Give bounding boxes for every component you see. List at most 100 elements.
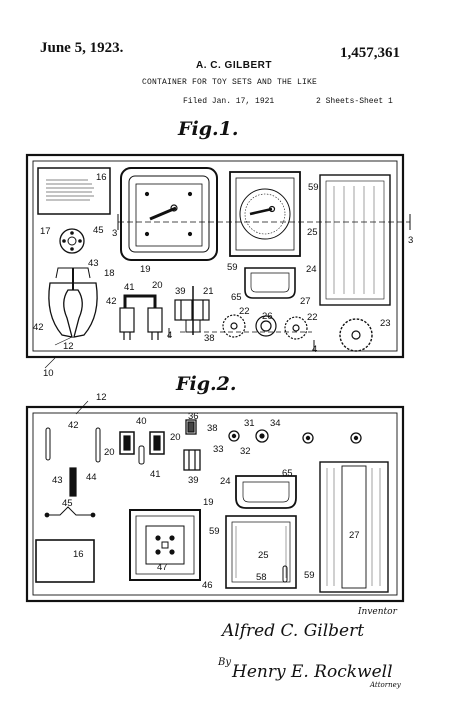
ref-numeral: 41 xyxy=(150,469,161,480)
fig2-pin-42a xyxy=(45,427,51,461)
ref-numeral: 65 xyxy=(282,468,293,479)
fig1-booklet-hatch xyxy=(46,179,94,201)
ref-numeral: 58 xyxy=(256,572,267,583)
ref-numeral: 38 xyxy=(207,423,218,434)
ref-numeral: 34 xyxy=(270,418,281,429)
ref-numeral: 22 xyxy=(239,306,250,317)
ref-numeral: 41 xyxy=(124,282,135,293)
fig1-motor-box-inner xyxy=(128,175,210,253)
ref-numeral: 31 xyxy=(244,418,255,429)
fig2-pin-42b xyxy=(95,427,101,463)
ref-numeral: 18 xyxy=(104,268,115,279)
fig1-pulley-45 xyxy=(59,228,85,254)
fig1-dial-crank xyxy=(249,207,273,216)
fig2-rod-41 xyxy=(138,445,145,465)
figure-1-title: Fig.1. xyxy=(178,118,239,140)
ref-numeral: 65 xyxy=(231,292,242,303)
ref-numeral: 25 xyxy=(258,550,269,561)
patent-title: CONTAINER FOR TOY SETS AND THE LIKE xyxy=(142,78,318,87)
inventor-name: A. C. GILBERT xyxy=(196,60,272,71)
ref-numeral: 17 xyxy=(40,226,51,237)
fig1-gear-22b xyxy=(284,316,308,340)
ref-numeral: 40 xyxy=(136,416,147,427)
fig2-tray-65 xyxy=(235,475,297,509)
ref-numeral: 19 xyxy=(140,264,151,275)
ref-numeral: 4 xyxy=(312,344,318,355)
ref-numeral: 21 xyxy=(203,286,214,297)
ref-numeral: 59 xyxy=(227,262,238,273)
fig1-tray-outer xyxy=(25,153,405,359)
fig1-gear-22a xyxy=(222,314,246,338)
fig1-coil-a xyxy=(119,307,135,333)
fig1-gear-23 xyxy=(339,318,373,352)
sheet-count: 2 Sheets-Sheet 1 xyxy=(316,97,393,106)
fig1-dial-gear xyxy=(239,188,291,240)
ref-numeral: 38 xyxy=(204,333,215,344)
fig2-frame-19 xyxy=(129,509,201,581)
fig2-case-27 xyxy=(319,461,389,593)
ref-numeral: 10 xyxy=(43,368,54,379)
ref-numeral: 46 xyxy=(202,580,213,591)
fig1-case-27 xyxy=(319,174,391,306)
ref-numeral: 42 xyxy=(106,296,117,307)
ref-numeral: 59 xyxy=(209,526,220,537)
ref-numeral: 27 xyxy=(300,296,311,307)
ref-numeral: 59 xyxy=(304,570,315,581)
ref-numeral: 44 xyxy=(86,472,97,483)
inventor-signature: Alfred C. Gilbert xyxy=(222,621,365,641)
ref-numeral: 25 xyxy=(307,227,318,238)
ref-numeral: 22 xyxy=(307,312,318,323)
figure-2-drawing xyxy=(25,400,405,603)
fig2-booklet-16 xyxy=(35,539,95,583)
fig2-post-34 xyxy=(255,429,269,443)
figure-1-drawing xyxy=(25,153,411,369)
fig1-coil-b xyxy=(147,307,163,333)
attorney-signature: Henry E. Rockwell xyxy=(232,662,393,682)
ref-numeral: 27 xyxy=(349,530,360,541)
ref-numeral: 16 xyxy=(73,549,84,560)
ref-numeral: 45 xyxy=(62,498,73,509)
fig2-armature-39 xyxy=(183,449,201,471)
fig2-box-25 xyxy=(225,515,297,589)
ref-numeral: 16 xyxy=(96,172,107,183)
fig2-tray-outer xyxy=(25,405,405,603)
patent-date: June 5, 1923. xyxy=(40,40,124,56)
fig2-post-d xyxy=(350,432,362,444)
ref-numeral: 45 xyxy=(93,225,104,236)
ref-numeral: 20 xyxy=(170,432,181,443)
fig2-coil-20b xyxy=(149,431,165,455)
fig1-bracket-41 xyxy=(123,294,157,308)
ref-numeral: 36 xyxy=(188,411,199,422)
fig1-motor-plate xyxy=(135,183,203,247)
attorney-caption: Attorney xyxy=(370,681,401,689)
patent-number: 1,457,361 xyxy=(340,45,400,61)
fig1-motor-box-19 xyxy=(120,167,218,261)
ref-numeral: 43 xyxy=(52,475,63,486)
ref-numeral: 47 xyxy=(157,562,168,573)
fig2-post-31 xyxy=(228,430,240,442)
ref-numeral: 12 xyxy=(96,392,107,403)
by-caption: By xyxy=(218,657,231,668)
fig2-post-c xyxy=(302,432,314,444)
fig2-frame-plate-47 xyxy=(145,525,185,565)
ref-numeral: 39 xyxy=(188,475,199,486)
ref-numeral: 42 xyxy=(33,322,44,333)
fig1-motor-pivot xyxy=(170,204,178,212)
ref-numeral: 20 xyxy=(152,280,163,291)
fig1-fork-18 xyxy=(48,282,98,338)
fig2-wire-45 xyxy=(47,506,93,516)
ref-numeral: 33 xyxy=(213,444,224,455)
ref-numeral: 59 xyxy=(308,182,319,193)
ref-numeral: 3 xyxy=(112,228,118,239)
fig2-block-36 xyxy=(185,419,197,435)
fig2-strip-43 xyxy=(69,467,77,497)
ref-numeral: 19 xyxy=(203,497,214,508)
ref-numeral: 42 xyxy=(68,420,79,431)
fig1-wheel-26 xyxy=(255,315,277,337)
ref-numeral: 4 xyxy=(167,330,173,341)
figure-2-title: Fig.2. xyxy=(176,373,237,395)
ref-numeral: 39 xyxy=(175,286,186,297)
ref-numeral: 32 xyxy=(240,446,251,457)
ref-numeral: 23 xyxy=(380,318,391,329)
